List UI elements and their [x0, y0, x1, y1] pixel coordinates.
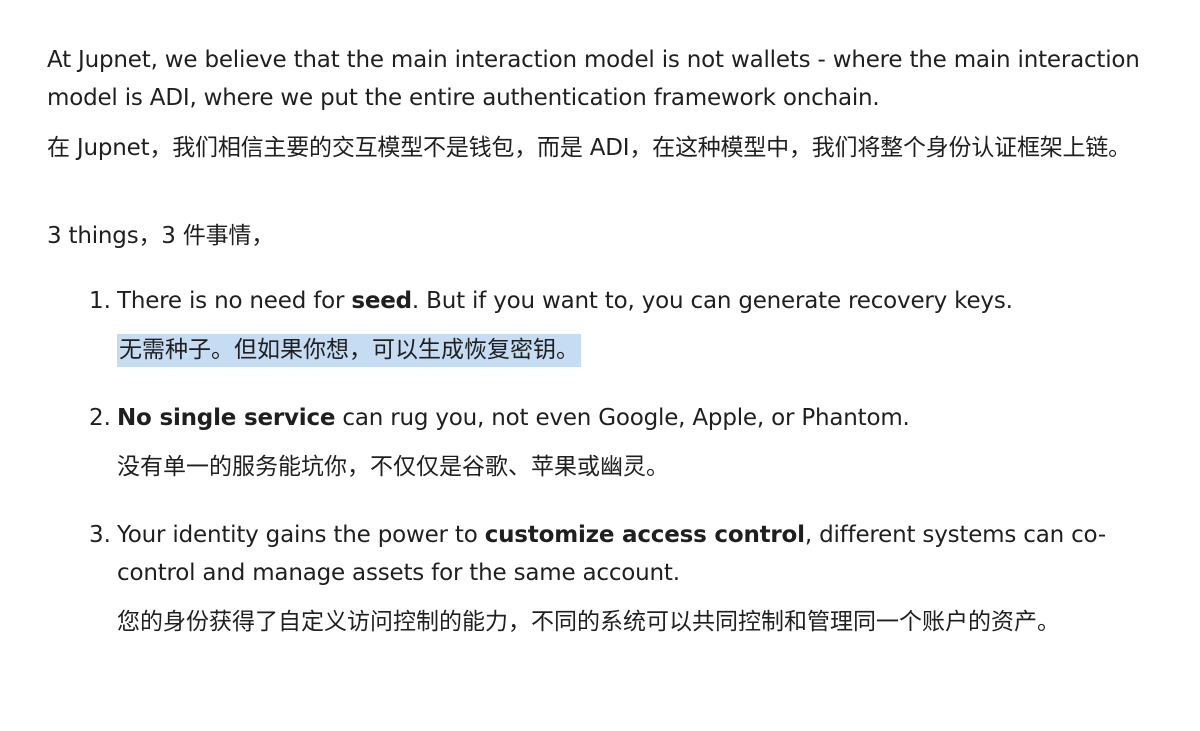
- list-item-text-en: No single service can rug you, not even …: [117, 399, 1167, 437]
- list-item-number: 1.: [89, 288, 111, 314]
- document-body: At Jupnet, we believe that the main inte…: [47, 41, 1167, 641]
- list-item: 1. There is no need for seed. But if you…: [47, 282, 1167, 369]
- intro-paragraph-zh: 在 Jupnet，我们相信主要的交互模型不是钱包，而是 ADI，在这种模型中，我…: [47, 135, 1131, 161]
- list-item-text-en: There is no need for seed. But if you wa…: [117, 282, 1167, 320]
- intro-paragraph-en: At Jupnet, we believe that the main inte…: [47, 47, 1140, 111]
- text-run: There is no need for: [117, 288, 352, 314]
- things-list: 1. There is no need for seed. But if you…: [47, 282, 1167, 641]
- list-item-number: 2.: [89, 405, 111, 431]
- list-item-number: 3.: [89, 522, 111, 548]
- list-item: 2. No single service can rug you, not ev…: [47, 399, 1167, 486]
- text-run: . But if you want to, you can generate r…: [411, 288, 1013, 314]
- list-item: 3. Your identity gains the power to cust…: [47, 516, 1167, 641]
- list-item-text-zh: 无需种子。但如果你想，可以生成恢复密钥。: [117, 331, 1167, 369]
- bold-term: No single service: [117, 405, 336, 431]
- text-run: can rug you, not even Google, Apple, or …: [335, 405, 910, 431]
- text-run: Your identity gains the power to: [117, 522, 485, 548]
- list-item-text-zh: 没有单一的服务能坑你，不仅仅是谷歌、苹果或幽灵。: [117, 454, 669, 480]
- text-run: , different systems can co-control and m…: [117, 522, 1106, 586]
- list-item-text-en: Your identity gains the power to customi…: [117, 516, 1167, 592]
- list-item-text-zh: 您的身份获得了自定义访问控制的能力，不同的系统可以共同控制和管理同一个账户的资产…: [117, 609, 1060, 635]
- bold-term: seed: [351, 288, 412, 314]
- bold-term: customize access control: [484, 522, 805, 548]
- things-heading: 3 things，3 件事情，: [47, 223, 275, 249]
- selected-text[interactable]: 无需种子。但如果你想，可以生成恢复密钥。: [117, 334, 581, 367]
